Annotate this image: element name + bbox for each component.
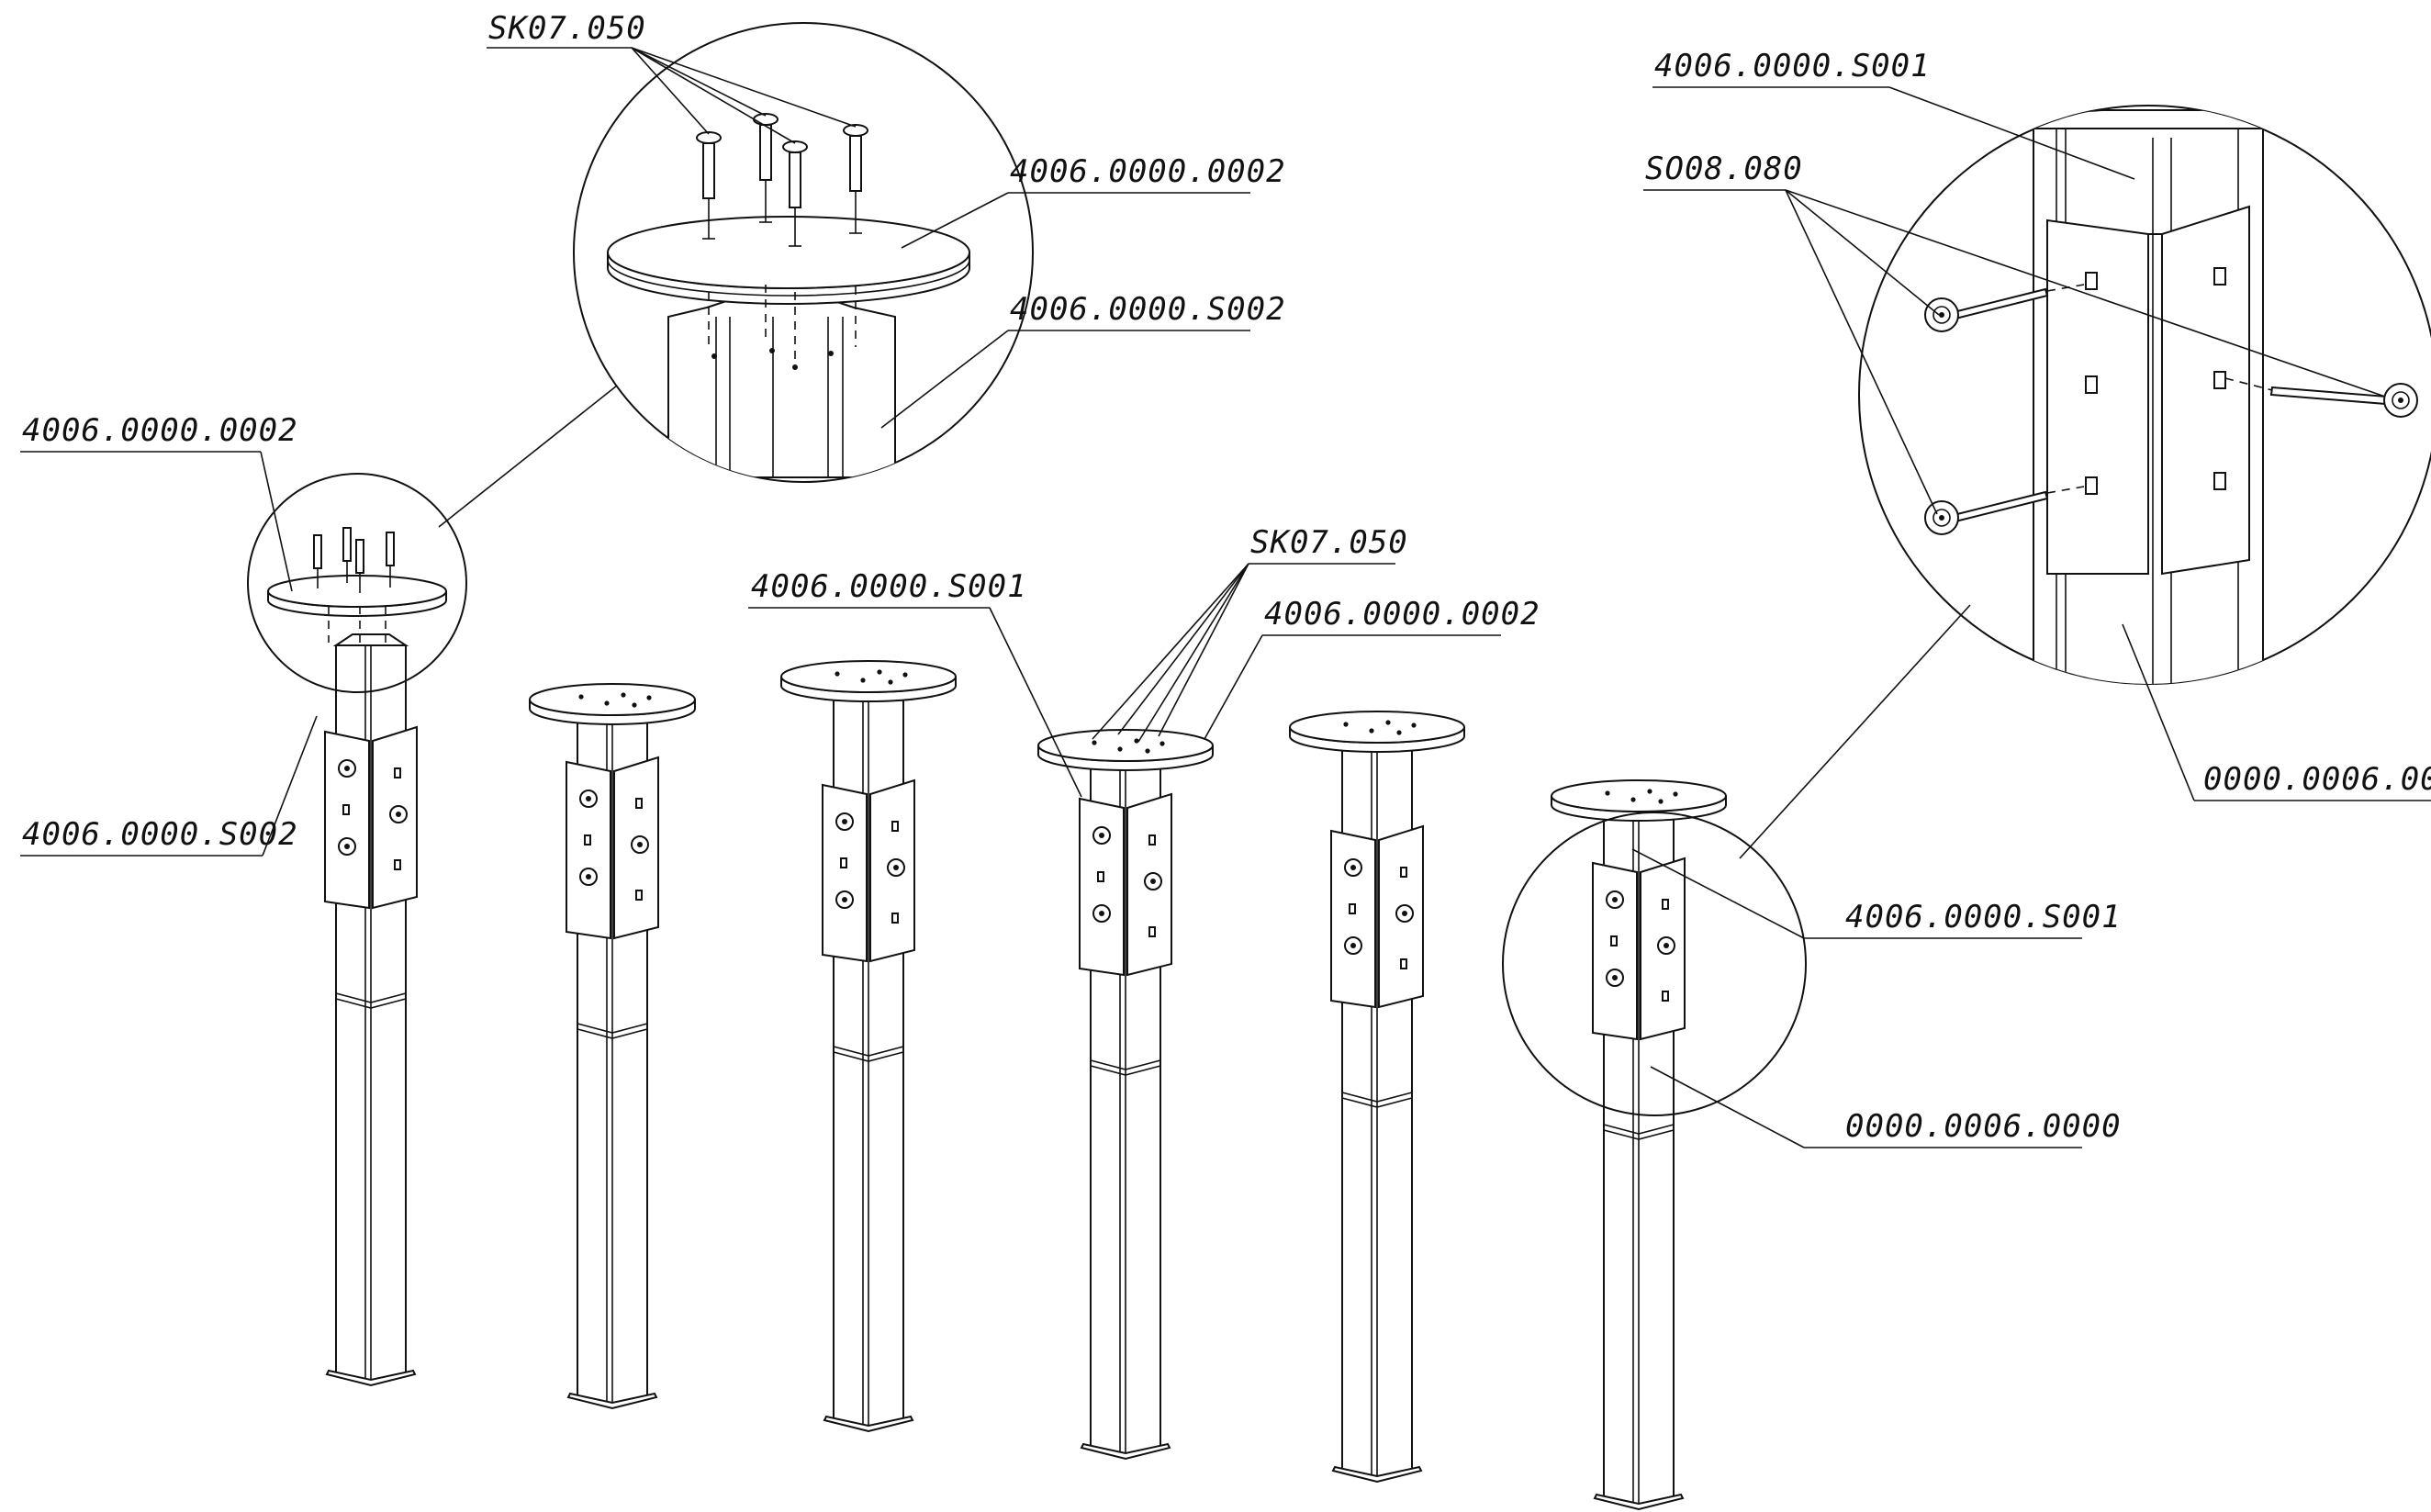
detail-leader-right — [1739, 604, 1971, 859]
label-s001-detail: 4006.0000.S001 — [1654, 48, 1931, 84]
label-sk07-top: SK07.050 — [488, 10, 646, 47]
detail-circle-leg6 — [1502, 812, 1807, 1116]
top-detail-view — [438, 22, 1034, 528]
label-s001-right: 4006.0000.S001 — [1845, 899, 2122, 935]
label-sk07-mid: SK07.050 — [1250, 524, 1408, 561]
label-plate-top: 4006.0000.0002 — [1010, 153, 1286, 190]
table-leg-6 — [1551, 779, 1727, 1511]
label-plate-mid: 4006.0000.0002 — [1264, 596, 1540, 633]
label-s002-top: 4006.0000.S002 — [1010, 291, 1286, 328]
screws-top — [696, 113, 868, 247]
detail-circle-top — [573, 22, 1034, 483]
left-small-detail — [247, 473, 467, 693]
label-leg-right: 0000.0006.0000 — [1845, 1108, 2122, 1145]
leader-lines — [20, 47, 2431, 1148]
table-leg-3 — [780, 660, 957, 1433]
part-labels: SK07.050 4006.0000.0002 4006.0000.S002 4… — [22, 10, 2431, 1145]
detail-leader-top — [438, 385, 618, 528]
label-s001-mid: 4006.0000.S001 — [751, 568, 1027, 605]
table-leg-5 — [1289, 711, 1465, 1484]
label-s002-left: 4006.0000.S002 — [22, 816, 298, 853]
table-legs — [324, 633, 1727, 1511]
label-leg-detail: 0000.0006.0000 — [2203, 761, 2431, 798]
detail-circle-left — [247, 473, 467, 693]
label-s008-detail: SO08.080 — [1645, 151, 1803, 187]
label-plate-left: 4006.0000.0002 — [22, 412, 298, 449]
leg-head-top — [667, 297, 896, 478]
plate-top — [607, 216, 970, 289]
table-leg-2 — [529, 683, 696, 1410]
table-leg-4 — [1037, 729, 1214, 1461]
table-leg-1 — [324, 633, 418, 1387]
bracket-detail-view — [1739, 105, 2431, 859]
